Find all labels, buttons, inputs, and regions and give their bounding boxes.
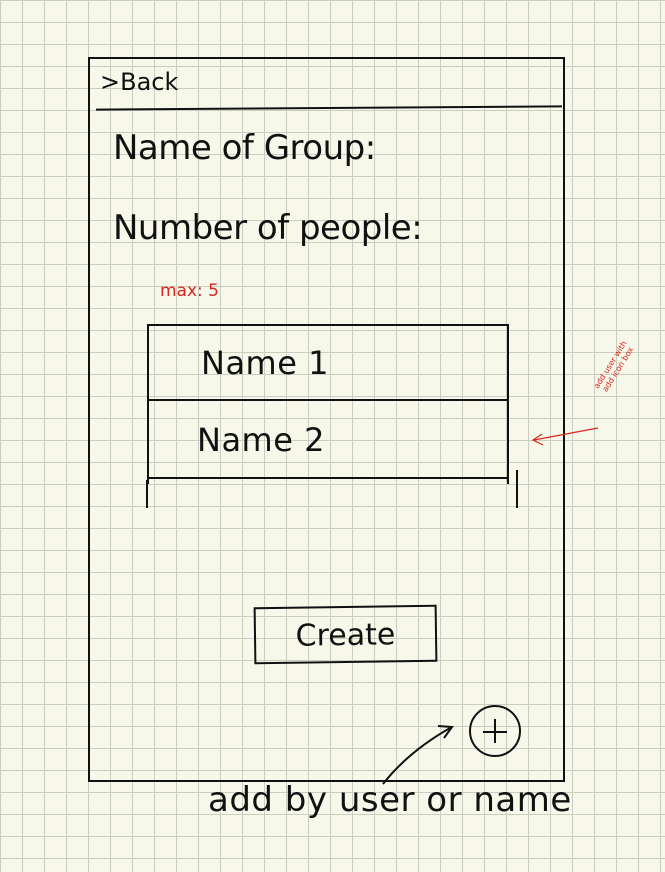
list-hint-arrowhead (531, 433, 544, 446)
list-item-label: Name 1 (201, 344, 329, 382)
people-count-label: Number of people: (113, 208, 423, 248)
people-list: Name 1 Name 2 (147, 324, 509, 484)
list-hint-arrow (533, 427, 599, 441)
add-person-button[interactable] (469, 705, 521, 757)
list-border-tail (146, 480, 148, 508)
phone-frame (88, 57, 565, 782)
add-arrow (382, 727, 451, 785)
list-border-tail (516, 470, 518, 508)
plus-circle-icon (471, 707, 519, 755)
list-item-label: Name 2 (197, 421, 325, 459)
list-item[interactable]: Name 2 (149, 401, 507, 479)
add-arrowhead (437, 725, 454, 739)
list-item[interactable]: Name 1 (149, 326, 507, 401)
max-people-note: max: 5 (160, 281, 219, 301)
add-hint-annotation: add by user or name (208, 780, 572, 820)
back-button[interactable]: >Back (100, 68, 179, 96)
group-name-label: Name of Group: (113, 128, 376, 168)
